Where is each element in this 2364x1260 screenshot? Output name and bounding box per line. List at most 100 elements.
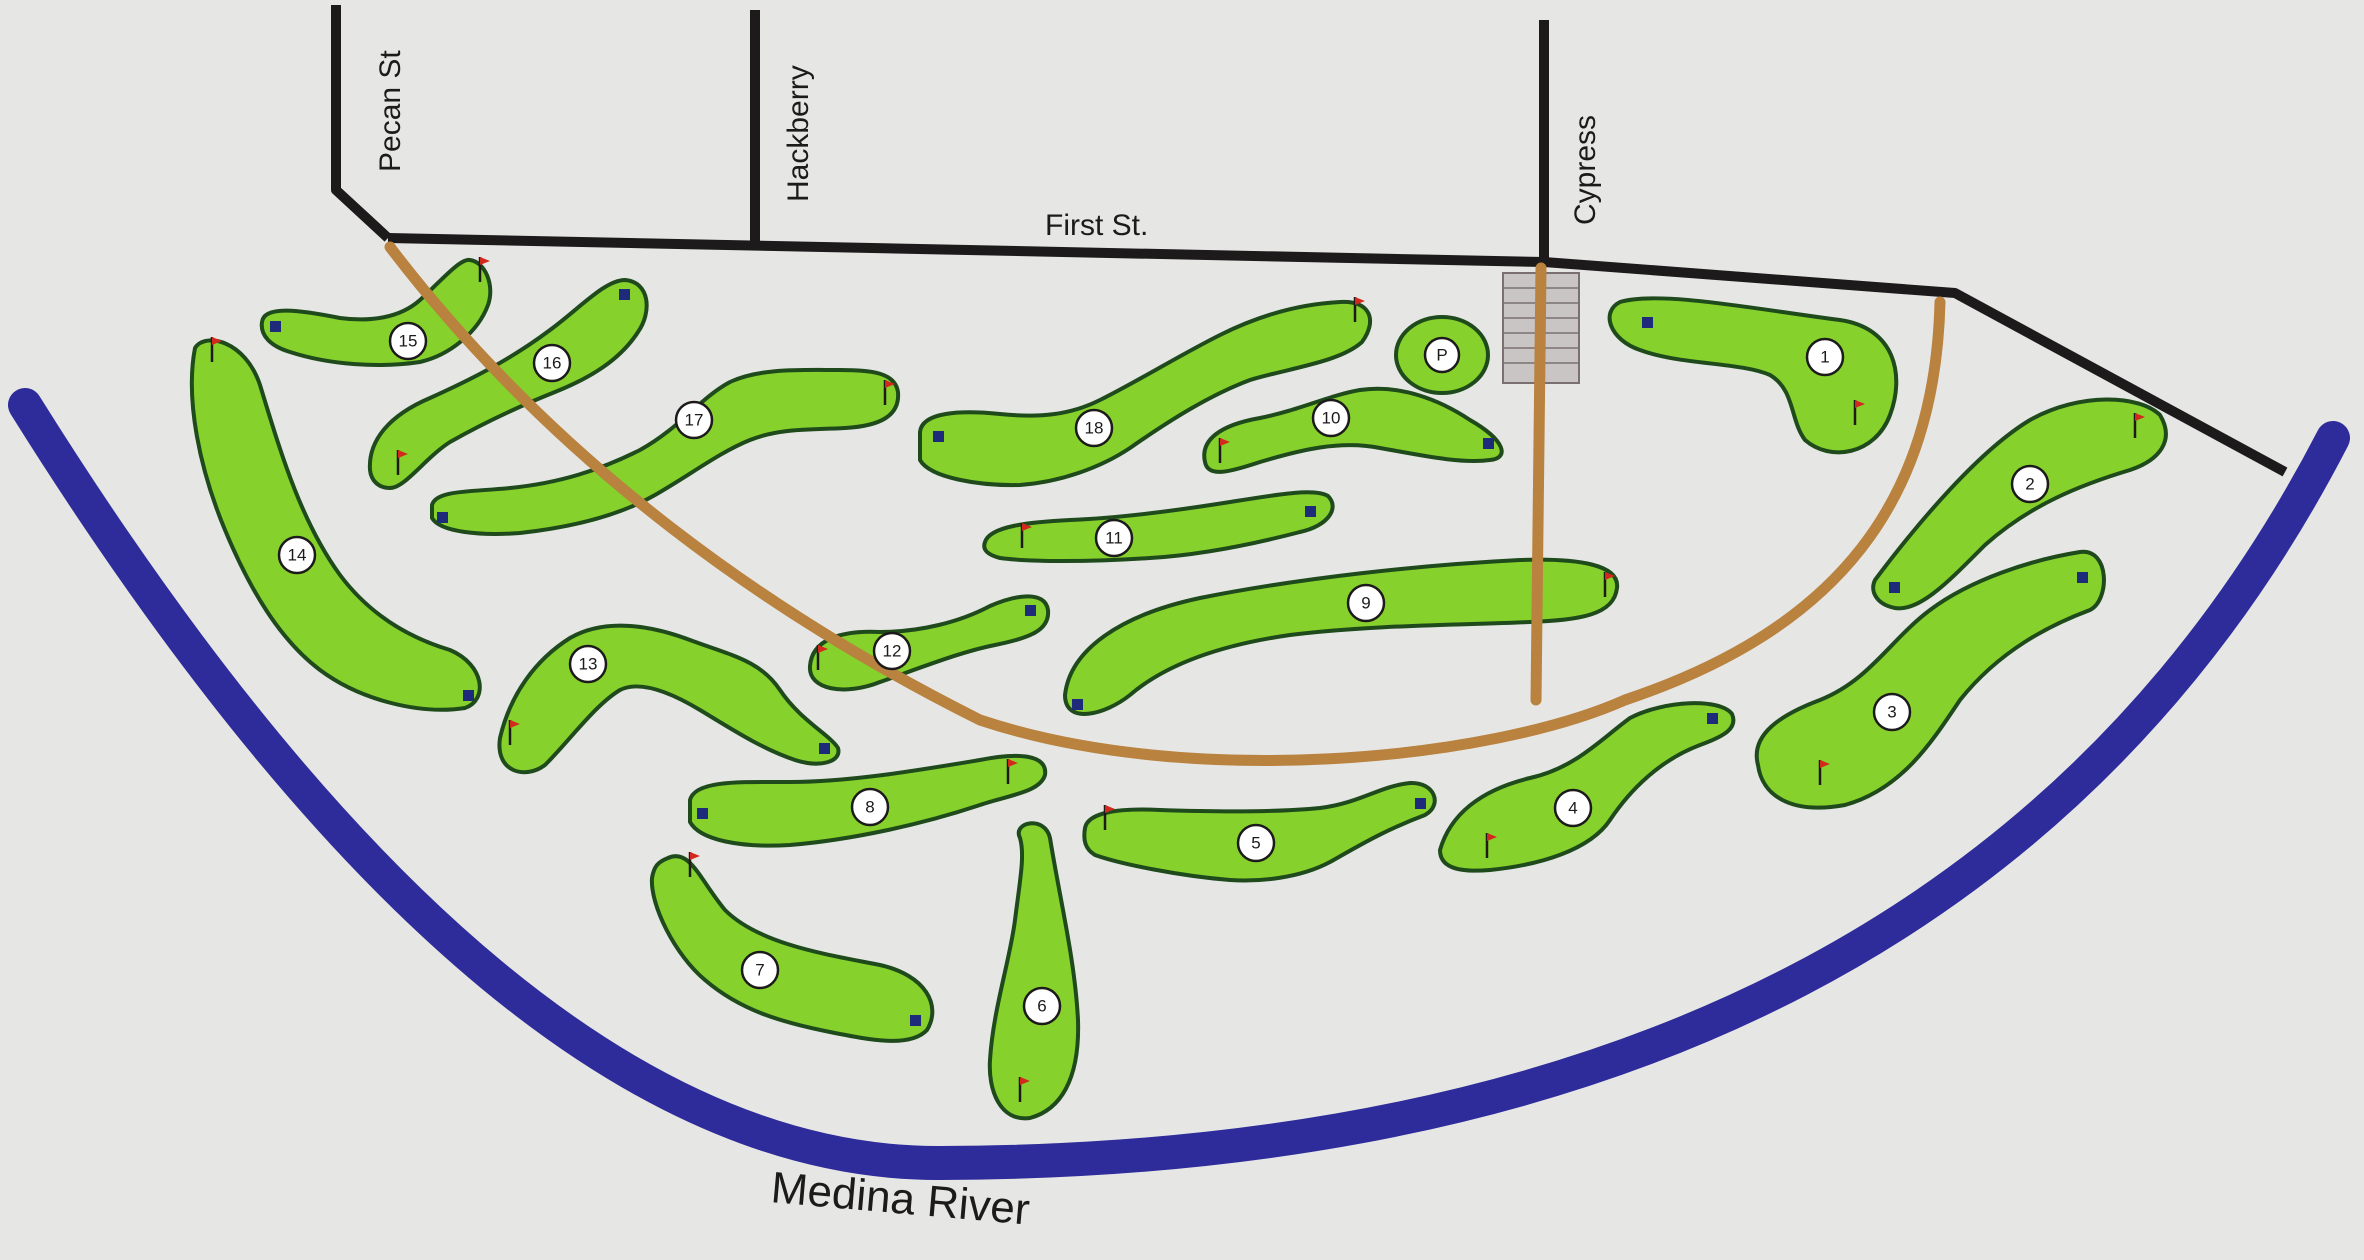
- hole-8-badge: 8: [850, 787, 890, 827]
- flag-8: [1006, 759, 1018, 784]
- svg-text:6: 6: [1037, 997, 1046, 1016]
- hole-4-fairway: [1438, 701, 1736, 873]
- hole-4-badge: 4: [1553, 788, 1593, 828]
- hole-18-fairway: [918, 299, 1373, 488]
- flag-9: [1603, 572, 1615, 597]
- hackberry-label: Hackberry: [782, 65, 815, 202]
- flag-1: [1853, 400, 1865, 425]
- cart-path: [384, 241, 1946, 766]
- flags: [210, 257, 2145, 1102]
- pecan-st-label: Pecan St: [374, 50, 407, 172]
- tee-marker-11: [1305, 506, 1316, 517]
- tee-marker-1: [1642, 317, 1653, 328]
- tee-marker-15: [270, 321, 281, 332]
- svg-text:2: 2: [2025, 475, 2034, 494]
- first-st-road: [387, 233, 2288, 477]
- hole-2-fairway: [1871, 397, 2168, 611]
- hole-2-badge: 2: [2010, 464, 2050, 504]
- hole-1-badge: 1: [1805, 337, 1845, 377]
- tee-marker-8: [697, 808, 708, 819]
- svg-text:15: 15: [399, 332, 418, 351]
- svg-text:4: 4: [1568, 799, 1577, 818]
- flag-14: [210, 337, 222, 362]
- hole-9-fairway: [1063, 557, 1620, 716]
- practice-green-badge: P: [1423, 336, 1461, 374]
- flag-5: [1103, 805, 1115, 830]
- hole-14-badge: 14: [277, 535, 317, 575]
- tee-marker-3: [2077, 572, 2088, 583]
- hole-7-fairway: [649, 854, 935, 1043]
- tee-marker-17: [437, 512, 448, 523]
- tee-markers: [270, 289, 2088, 1026]
- svg-text:P: P: [1436, 346, 1447, 365]
- flag-17: [883, 380, 895, 405]
- svg-text:18: 18: [1085, 419, 1104, 438]
- flag-7: [688, 852, 700, 877]
- fairways: [189, 257, 2168, 1121]
- flag-15: [478, 257, 490, 282]
- svg-text:1: 1: [1820, 348, 1829, 367]
- hole-9-badge: 9: [1346, 583, 1386, 623]
- tee-marker-10: [1483, 438, 1494, 449]
- svg-text:10: 10: [1322, 409, 1341, 428]
- hole-18-badge: 18: [1074, 408, 1114, 448]
- pecan-st-road: [331, 5, 392, 242]
- hole-17-badge: 17: [674, 400, 714, 440]
- flag-3: [1818, 760, 1830, 785]
- tee-marker-16: [619, 289, 630, 300]
- tee-marker-9: [1072, 699, 1083, 710]
- streets: [331, 5, 2288, 477]
- hole-13-fairway: [497, 623, 841, 775]
- cypress-label: Cypress: [1569, 115, 1602, 225]
- tee-marker-18: [933, 431, 944, 442]
- svg-text:3: 3: [1887, 703, 1896, 722]
- hole-15-badge: 15: [388, 321, 428, 361]
- hole-10-fairway: [1202, 386, 1504, 474]
- svg-text:8: 8: [865, 798, 874, 817]
- svg-text:13: 13: [579, 655, 598, 674]
- hole-13-badge: 13: [568, 644, 608, 684]
- flag-10: [1218, 438, 1230, 463]
- hole-1-fairway: [1607, 296, 1899, 455]
- hole-15-fairway: [259, 257, 493, 367]
- hole-11-fairway: [982, 490, 1335, 563]
- hole-14-fairway: [189, 338, 482, 712]
- svg-text:16: 16: [543, 354, 562, 373]
- flag-4: [1485, 833, 1497, 858]
- hole-11-badge: 11: [1094, 518, 1134, 558]
- tee-marker-7: [910, 1015, 921, 1026]
- svg-text:11: 11: [1105, 529, 1123, 548]
- svg-text:12: 12: [883, 642, 902, 661]
- flag-2: [2133, 413, 2145, 438]
- svg-text:14: 14: [288, 546, 307, 565]
- hole-5-badge: 5: [1236, 823, 1276, 863]
- tee-marker-2: [1889, 582, 1900, 593]
- hole-16-badge: 16: [532, 343, 572, 383]
- flag-16: [396, 450, 408, 475]
- hole-6-fairway: [987, 821, 1081, 1121]
- svg-text:9: 9: [1361, 594, 1370, 613]
- tee-marker-4: [1707, 713, 1718, 724]
- tee-marker-14: [463, 690, 474, 701]
- flag-12: [816, 645, 828, 670]
- medina-river: [8, 388, 2350, 1181]
- flag-11: [1020, 523, 1032, 548]
- hole-12-badge: 12: [872, 631, 912, 671]
- hole-6-badge: 6: [1022, 986, 1062, 1026]
- flag-6: [1018, 1077, 1030, 1102]
- hole-3-fairway: [1754, 549, 2106, 810]
- tee-marker-12: [1025, 605, 1036, 616]
- tee-marker-5: [1415, 798, 1426, 809]
- tee-marker-13: [819, 743, 830, 754]
- hole-7-badge: 7: [740, 950, 780, 990]
- flag-18: [1353, 297, 1365, 322]
- svg-text:5: 5: [1251, 834, 1260, 853]
- first-st-label: First St.: [1045, 209, 1148, 242]
- hole-10-badge: 10: [1311, 398, 1351, 438]
- hole-numbers: 1 2 3 4 5 6 7 8 9 10 11 12 13 14 15 16 1…: [277, 321, 2050, 1026]
- svg-text:7: 7: [755, 961, 764, 980]
- flag-13: [508, 720, 520, 745]
- svg-text:17: 17: [685, 411, 704, 430]
- hole-3-badge: 3: [1872, 692, 1912, 732]
